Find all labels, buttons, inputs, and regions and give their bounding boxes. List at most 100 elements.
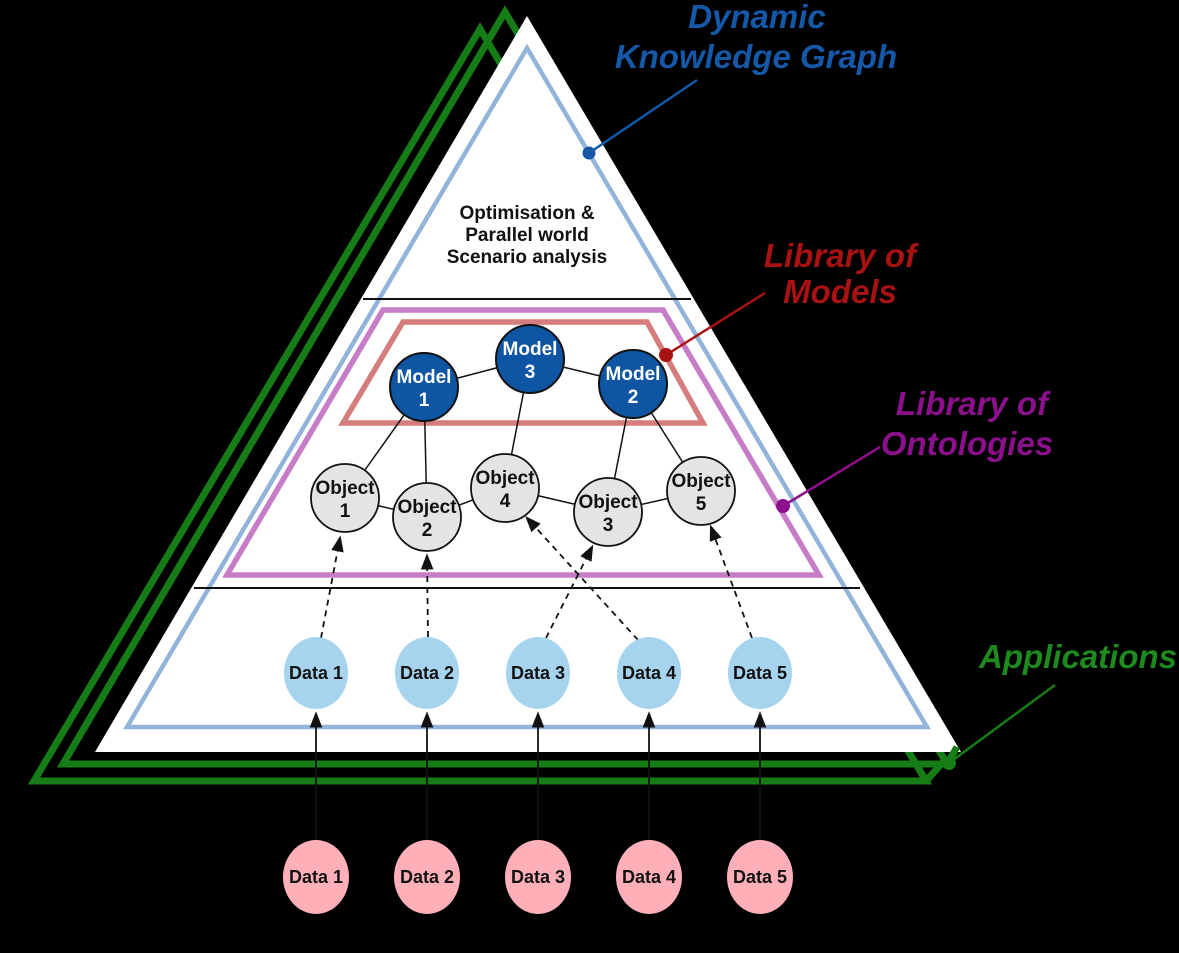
models-leader-line <box>665 291 766 357</box>
internal-data-3: Data 3 <box>506 637 570 709</box>
object-4-circle <box>470 453 540 523</box>
external-data-1-ellipse <box>283 840 349 914</box>
apex-line-1: Optimisation & <box>459 203 594 224</box>
internal-data-1-ellipse <box>284 637 348 709</box>
external-data-nodes: Data 1 Data 2 Data 3 Data 4 Data 5 <box>283 840 793 914</box>
ontologies-box <box>222 307 824 578</box>
library-of-ontologies-label: Library of Ontologies <box>881 385 1053 462</box>
arrow-data4-object4 <box>525 516 639 641</box>
model-1-word: Model <box>397 367 452 388</box>
kg-leader-line <box>588 78 698 155</box>
internal-data-2-ellipse <box>395 637 459 709</box>
models-leader-dot <box>659 348 673 362</box>
model-3-node: Model 3 <box>495 324 565 394</box>
internal-data-4: Data 4 <box>617 637 681 709</box>
dkg-label-line2: Knowledge Graph <box>615 38 897 75</box>
outer-corner-hook <box>923 758 947 784</box>
object-1-word: Object <box>315 478 375 499</box>
internal-data-1-label: Data 1 <box>289 663 343 683</box>
model-3-word: Model <box>503 339 558 360</box>
object-nodes: Object 1 Object 2 Object 4 Object 3 Obje… <box>310 453 736 552</box>
models-box <box>338 319 708 426</box>
object-3-circle <box>573 477 643 547</box>
arrow-data2-object2 <box>420 553 434 638</box>
object-3-node: Object 3 <box>573 477 643 547</box>
model-2-num: 2 <box>628 387 639 408</box>
internal-data-3-label: Data 3 <box>511 663 565 683</box>
knowledge-graph-outline <box>123 43 931 730</box>
applications-label-text: Applications <box>978 638 1177 675</box>
model-2-word: Model <box>606 364 661 385</box>
ontologies-label-line1: Library of <box>896 385 1051 422</box>
dynamic-knowledge-graph-label: Dynamic Knowledge Graph <box>615 0 897 75</box>
object-1-num: 1 <box>340 501 351 522</box>
external-data-2-label: Data 2 <box>400 867 454 887</box>
object-2-circle <box>392 482 462 552</box>
model-nodes: Model 1 Model 3 Model 2 <box>389 324 668 422</box>
applications-leader-dot <box>942 756 956 770</box>
arrow-data3-object3 <box>545 544 594 639</box>
data-to-object-arrows <box>320 516 753 641</box>
models-label-line2: Models <box>783 273 897 310</box>
object-4-word: Object <box>475 468 535 489</box>
models-label-line1: Library of <box>764 237 919 274</box>
internal-data-nodes: Data 1 Data 2 Data 3 Data 4 Data 5 <box>284 637 792 709</box>
model-3-num: 3 <box>525 362 536 383</box>
applications-leader-line <box>948 683 1056 765</box>
external-data-5: Data 5 <box>727 840 793 914</box>
object-4-node: Object 4 <box>470 453 540 523</box>
object-1-circle <box>310 463 380 533</box>
apex-section-text: Optimisation & Parallel world Scenario a… <box>447 203 608 268</box>
external-data-5-ellipse <box>727 840 793 914</box>
internal-data-3-ellipse <box>506 637 570 709</box>
external-data-4-ellipse <box>616 840 682 914</box>
external-data-1: Data 1 <box>283 840 349 914</box>
model-3-circle <box>495 324 565 394</box>
object-2-word: Object <box>397 497 457 518</box>
ontologies-leader-dot <box>776 499 790 513</box>
model-1-num: 1 <box>419 390 430 411</box>
arrow-data5-object5 <box>709 524 753 639</box>
internal-data-5: Data 5 <box>728 637 792 709</box>
model-1-node: Model 1 <box>389 352 459 422</box>
external-data-3: Data 3 <box>505 840 571 914</box>
model-2-circle <box>598 349 668 419</box>
external-data-1-label: Data 1 <box>289 867 343 887</box>
external-data-2-ellipse <box>394 840 460 914</box>
object-1-node: Object 1 <box>310 463 380 533</box>
model-2-node: Model 2 <box>598 349 668 419</box>
object-5-num: 5 <box>696 494 707 515</box>
internal-data-2: Data 2 <box>395 637 459 709</box>
external-data-2: Data 2 <box>394 840 460 914</box>
leader-lines <box>582 78 1056 770</box>
object-3-word: Object <box>578 492 638 513</box>
object-3-num: 3 <box>603 515 614 536</box>
internal-data-4-label: Data 4 <box>622 663 676 683</box>
apex-line-3: Scenario analysis <box>447 247 608 268</box>
kg-leader-dot <box>582 146 596 160</box>
arrow-data1-object1 <box>320 535 344 639</box>
internal-data-2-label: Data 2 <box>400 663 454 683</box>
internal-data-5-ellipse <box>728 637 792 709</box>
object-4-num: 4 <box>500 491 511 512</box>
internal-data-4-ellipse <box>617 637 681 709</box>
object-5-circle <box>666 456 736 526</box>
external-data-4-label: Data 4 <box>622 867 676 887</box>
applications-label: Applications <box>978 638 1177 675</box>
external-data-3-label: Data 3 <box>511 867 565 887</box>
object-2-node: Object 2 <box>392 482 462 552</box>
ontologies-label-line2: Ontologies <box>881 425 1053 462</box>
external-data-5-label: Data 5 <box>733 867 787 887</box>
internal-data-5-label: Data 5 <box>733 663 787 683</box>
object-2-num: 2 <box>422 520 433 541</box>
library-of-models-label: Library of Models <box>764 237 919 310</box>
object-5-node: Object 5 <box>666 456 736 526</box>
internal-data-1: Data 1 <box>284 637 348 709</box>
apex-line-2: Parallel world <box>465 225 589 246</box>
ontologies-leader-line <box>782 445 881 508</box>
object-5-word: Object <box>671 471 731 492</box>
dkg-label-line1: Dynamic <box>688 0 826 35</box>
external-data-3-ellipse <box>505 840 571 914</box>
